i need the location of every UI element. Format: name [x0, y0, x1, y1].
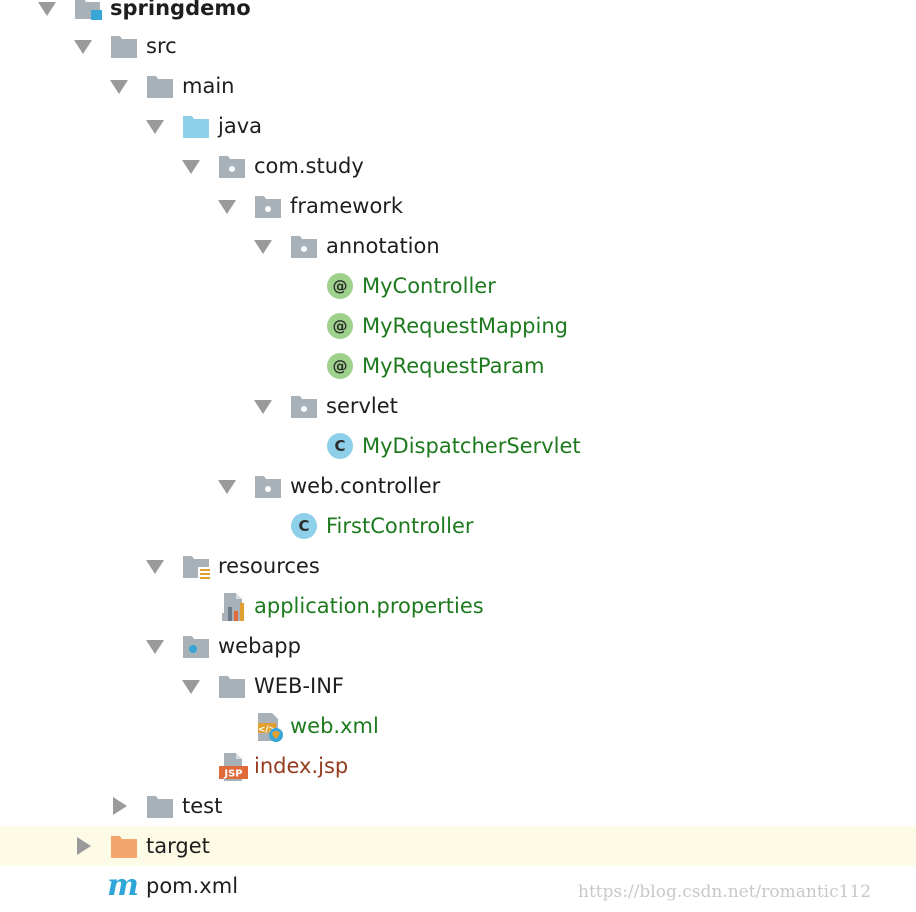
module-icon: [74, 0, 102, 22]
tree-item-com-study[interactable]: com.study: [0, 146, 916, 186]
class-icon: C: [290, 512, 318, 539]
properties-file-icon: [220, 591, 248, 621]
package-icon: [218, 154, 246, 180]
svg-text:JSP: JSP: [223, 769, 242, 780]
watermark: https://blog.csdn.net/romantic112: [578, 882, 872, 902]
expand-arrow-icon[interactable]: [145, 546, 167, 586]
annotation-icon: @: [326, 272, 354, 299]
tree-item-label: MyRequestMapping: [362, 314, 568, 338]
tree-item-springdemo[interactable]: springdemo: [0, 0, 916, 28]
svg-text:@: @: [333, 277, 348, 295]
web-folder-icon: [182, 634, 210, 660]
resources-folder-icon: [182, 554, 211, 581]
expand-arrow-icon[interactable]: [253, 226, 275, 266]
tree-item-label: target: [146, 834, 210, 858]
tree-item-label: annotation: [326, 234, 440, 258]
folder-icon: [146, 794, 174, 820]
tree-item-framework[interactable]: framework: [0, 186, 916, 226]
tree-item-web-controller[interactable]: web.controller: [0, 466, 916, 506]
tree-item-label: java: [218, 114, 262, 138]
tree-item-label: WEB-INF: [254, 674, 344, 698]
tree-item-web-xml[interactable]: </> web.xml: [0, 706, 916, 746]
tree-item-resources[interactable]: resources: [0, 546, 916, 586]
tree-item-myrequestmapping[interactable]: @ MyRequestMapping: [0, 306, 916, 346]
tree-item-index-jsp[interactable]: JSP index.jsp: [0, 746, 916, 786]
expand-arrow-icon[interactable]: [37, 0, 59, 28]
tree-item-label: MyController: [362, 274, 496, 298]
tree-item-annotation[interactable]: annotation: [0, 226, 916, 266]
tree-item-servlet[interactable]: servlet: [0, 386, 916, 426]
tree-item-web-inf[interactable]: WEB-INF: [0, 666, 916, 706]
folder-icon: [146, 74, 174, 100]
package-icon: [290, 234, 318, 260]
tree-item-label: FirstController: [326, 514, 474, 538]
package-icon: [254, 194, 282, 220]
maven-icon: m: [108, 870, 139, 900]
tree-item-label: main: [182, 74, 235, 98]
folder-icon: [110, 34, 138, 60]
tree-item-myrequestparam[interactable]: @ MyRequestParam: [0, 346, 916, 386]
tree-item-webapp[interactable]: webapp: [0, 626, 916, 666]
expand-arrow-icon[interactable]: [109, 66, 131, 106]
tree-item-mydispatcherservlet[interactable]: C MyDispatcherServlet: [0, 426, 916, 466]
tree-item-src[interactable]: src: [0, 26, 916, 66]
package-icon: [254, 474, 282, 500]
tree-item-label: web.xml: [290, 714, 379, 738]
tree-item-target[interactable]: target: [0, 826, 916, 866]
tree-item-label: application.properties: [254, 594, 484, 618]
tree-item-firstcontroller[interactable]: C FirstController: [0, 506, 916, 546]
folder-icon: [218, 674, 246, 700]
annotation-icon: @: [326, 352, 354, 379]
svg-text:@: @: [333, 357, 348, 375]
tree-item-label: web.controller: [290, 474, 441, 498]
class-icon: C: [326, 432, 354, 459]
expand-arrow-icon[interactable]: [217, 466, 239, 506]
tree-item-application-properties[interactable]: application.properties: [0, 586, 916, 626]
expand-arrow-icon[interactable]: [181, 666, 203, 706]
tree-item-label: src: [146, 34, 177, 58]
svg-text:C: C: [334, 437, 345, 455]
expand-arrow-icon[interactable]: [217, 186, 239, 226]
package-icon: [290, 394, 318, 420]
tree-item-java[interactable]: java: [0, 106, 916, 146]
source-root-folder-icon: [182, 114, 210, 140]
tree-item-label: webapp: [218, 634, 301, 658]
svg-text:m: m: [108, 870, 139, 900]
tree-item-label: com.study: [254, 154, 364, 178]
expand-arrow-icon[interactable]: [73, 26, 95, 66]
svg-text:@: @: [333, 317, 348, 335]
annotation-icon: @: [326, 312, 354, 339]
tree-item-label: framework: [290, 194, 404, 218]
expand-arrow-icon[interactable]: [145, 106, 167, 146]
tree-item-pom-xml[interactable]: m pom.xml: [0, 866, 916, 906]
tree-item-main[interactable]: main: [0, 66, 916, 106]
expand-arrow-icon[interactable]: [181, 146, 203, 186]
svg-text:</>: </>: [258, 725, 276, 735]
tree-item-label: pom.xml: [146, 874, 239, 898]
tree-item-label: springdemo: [110, 0, 251, 20]
svg-text:C: C: [298, 517, 309, 535]
tree-item-mycontroller[interactable]: @ MyController: [0, 266, 916, 306]
tree-item-label: servlet: [326, 394, 398, 418]
expand-arrow-icon[interactable]: [253, 386, 275, 426]
tree-item-label: MyRequestParam: [362, 354, 545, 378]
collapse-arrow-icon[interactable]: [73, 826, 95, 866]
expand-arrow-icon[interactable]: [145, 626, 167, 666]
web-xml-file-icon: </>: [256, 711, 284, 742]
tree-item-test[interactable]: test: [0, 786, 916, 826]
tree-item-label: resources: [218, 554, 320, 578]
tree-item-label: test: [182, 794, 223, 818]
tree-item-label: index.jsp: [254, 754, 349, 778]
excluded-folder-icon: [110, 834, 138, 860]
jsp-file-icon: JSP: [218, 751, 248, 781]
collapse-arrow-icon[interactable]: [109, 786, 131, 826]
tree-item-label: MyDispatcherServlet: [362, 434, 581, 458]
